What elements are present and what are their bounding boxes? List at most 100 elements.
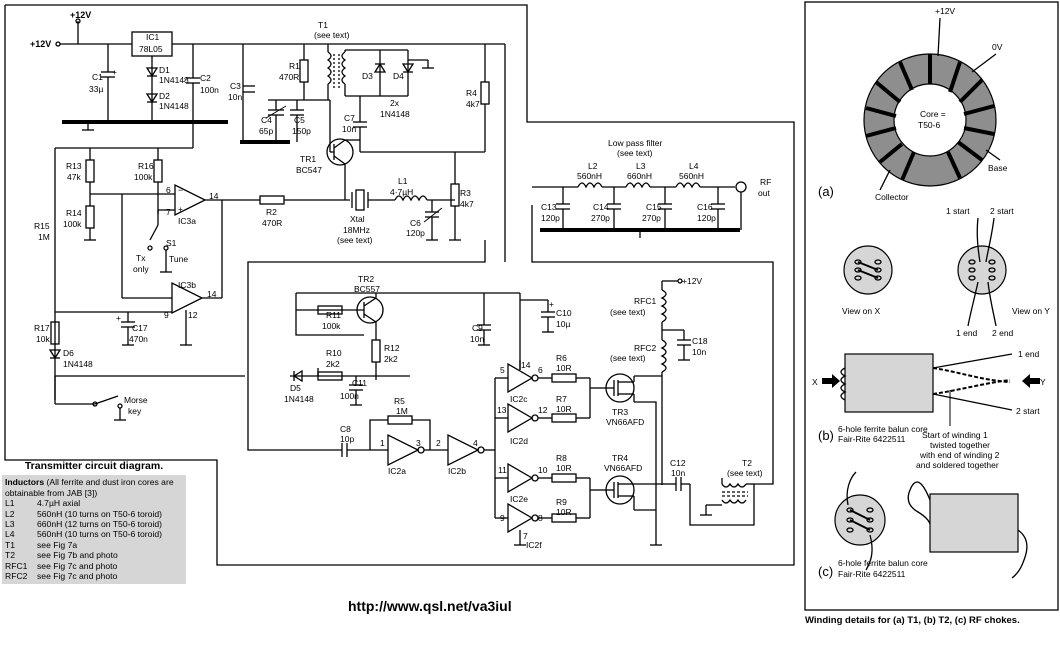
svg-text:Core =: Core = [920, 109, 946, 119]
svg-text:C7: C7 [344, 113, 355, 123]
svg-text:470R: 470R [279, 72, 299, 82]
svg-text:1: 1 [380, 438, 385, 448]
svg-text:33µ: 33µ [89, 84, 103, 94]
svg-text:D4: D4 [393, 71, 404, 81]
svg-text:Base: Base [988, 163, 1008, 173]
svg-text:1N4148: 1N4148 [380, 109, 410, 119]
svg-text:TR4: TR4 [612, 453, 628, 463]
svg-text:R13: R13 [66, 161, 82, 171]
svg-text:T2: T2 [742, 458, 752, 468]
svg-text:C16: C16 [697, 202, 713, 212]
keying-section: TR2 BC557 R11 100k R12 2k2 R10 2k2 D5 1N… [247, 240, 572, 451]
svg-text:Fair-Rite 6422511: Fair-Rite 6422511 [838, 569, 906, 579]
svg-text:R4: R4 [466, 88, 477, 98]
svg-text:+12V: +12V [935, 6, 955, 16]
oscillator-section: T1 (see text) C3 10n R1 470R D3 D4 2x [222, 20, 490, 245]
svg-text:10n: 10n [692, 347, 706, 357]
svg-text:(c): (c) [818, 564, 833, 579]
svg-text:IC2a: IC2a [388, 466, 406, 476]
svg-text:R11: R11 [326, 310, 341, 320]
svg-text:R15: R15 [34, 221, 50, 231]
svg-text:Morse: Morse [124, 395, 148, 405]
svg-text:C17: C17 [132, 323, 148, 333]
svg-text:X: X [812, 377, 818, 387]
svg-text:L4: L4 [689, 161, 699, 171]
svg-text:7: 7 [166, 207, 171, 217]
svg-text:14: 14 [207, 289, 217, 299]
svg-text:1M: 1M [396, 406, 408, 416]
source-url[interactable]: http://www.qsl.net/va3iul [348, 598, 512, 614]
svg-text:RF: RF [760, 177, 771, 187]
svg-text:+12V: +12V [70, 10, 91, 20]
svg-text:1 end: 1 end [956, 328, 978, 338]
svg-text:R3: R3 [460, 188, 471, 198]
svg-text:C18: C18 [692, 336, 708, 346]
svg-text:470n: 470n [129, 334, 148, 344]
svg-text:VN66AFD: VN66AFD [604, 463, 642, 473]
svg-text:6-hole ferrite balun core: 6-hole ferrite balun core [838, 558, 928, 568]
ic3a-symbol [174, 183, 207, 217]
svg-text:D1: D1 [159, 65, 170, 75]
svg-text:T1: T1 [318, 20, 328, 30]
svg-text:TR2: TR2 [358, 274, 374, 284]
svg-text:C14: C14 [593, 202, 609, 212]
svg-text:10R: 10R [556, 363, 572, 373]
toroid-windings [865, 54, 995, 181]
svg-text:9: 9 [500, 513, 505, 523]
svg-text:14: 14 [521, 360, 531, 370]
svg-text:C1: C1 [92, 72, 103, 82]
svg-text:10R: 10R [556, 404, 572, 414]
svg-text:6: 6 [166, 185, 171, 195]
svg-text:D5: D5 [290, 383, 301, 393]
svg-text:10R: 10R [556, 507, 572, 517]
svg-text:1M: 1M [38, 232, 50, 242]
svg-text:L3: L3 [636, 161, 646, 171]
svg-text:IC3a: IC3a [178, 216, 196, 226]
svg-text:+: + [549, 299, 554, 309]
svg-text:Collector: Collector [875, 192, 909, 202]
svg-text:6: 6 [538, 365, 543, 375]
svg-text:L2: L2 [588, 161, 598, 171]
svg-text:14: 14 [209, 191, 219, 201]
svg-text:TR3: TR3 [612, 407, 628, 417]
svg-text:Y: Y [1040, 377, 1046, 387]
svg-text:(see text): (see text) [610, 307, 646, 317]
svg-text:3: 3 [416, 438, 421, 448]
svg-text:10µ: 10µ [556, 319, 570, 329]
legend-box: Inductors (All ferrite and dust iron cor… [2, 475, 186, 585]
svg-text:100n: 100n [340, 391, 359, 401]
svg-text:2: 2 [436, 438, 441, 448]
svg-text:10p: 10p [340, 434, 354, 444]
svg-text:1 start: 1 start [946, 206, 970, 216]
svg-text:L1: L1 [398, 176, 408, 186]
svg-text:2k2: 2k2 [326, 359, 340, 369]
svg-text:2 start: 2 start [990, 206, 1014, 216]
svg-text:VN66AFD: VN66AFD [606, 417, 644, 427]
svg-text:+: + [116, 313, 121, 323]
svg-text:IC3b: IC3b [178, 280, 196, 290]
svg-text:150p: 150p [292, 126, 311, 136]
svg-text:IC2c: IC2c [510, 394, 528, 404]
svg-text:1N4148: 1N4148 [284, 394, 314, 404]
svg-text:270p: 270p [642, 213, 661, 223]
svg-text:D2: D2 [159, 91, 170, 101]
svg-text:5: 5 [500, 365, 505, 375]
svg-text:1 end: 1 end [1018, 349, 1040, 359]
svg-text:1N4148: 1N4148 [63, 359, 93, 369]
svg-text:2 end: 2 end [992, 328, 1014, 338]
svg-text:120p: 120p [406, 228, 425, 238]
svg-text:4·7µH: 4·7µH [390, 187, 413, 197]
svg-text:T50-6: T50-6 [918, 120, 940, 130]
svg-text:R2: R2 [266, 207, 277, 217]
svg-text:18MHz: 18MHz [343, 225, 370, 235]
svg-text:IC2b: IC2b [448, 466, 466, 476]
svg-text:IC1: IC1 [146, 32, 160, 42]
svg-text:Tune: Tune [169, 254, 188, 264]
svg-text:(a): (a) [818, 184, 834, 199]
legend-title: Transmitter circuit diagram. [24, 460, 164, 472]
svg-text:Tx: Tx [136, 253, 146, 263]
